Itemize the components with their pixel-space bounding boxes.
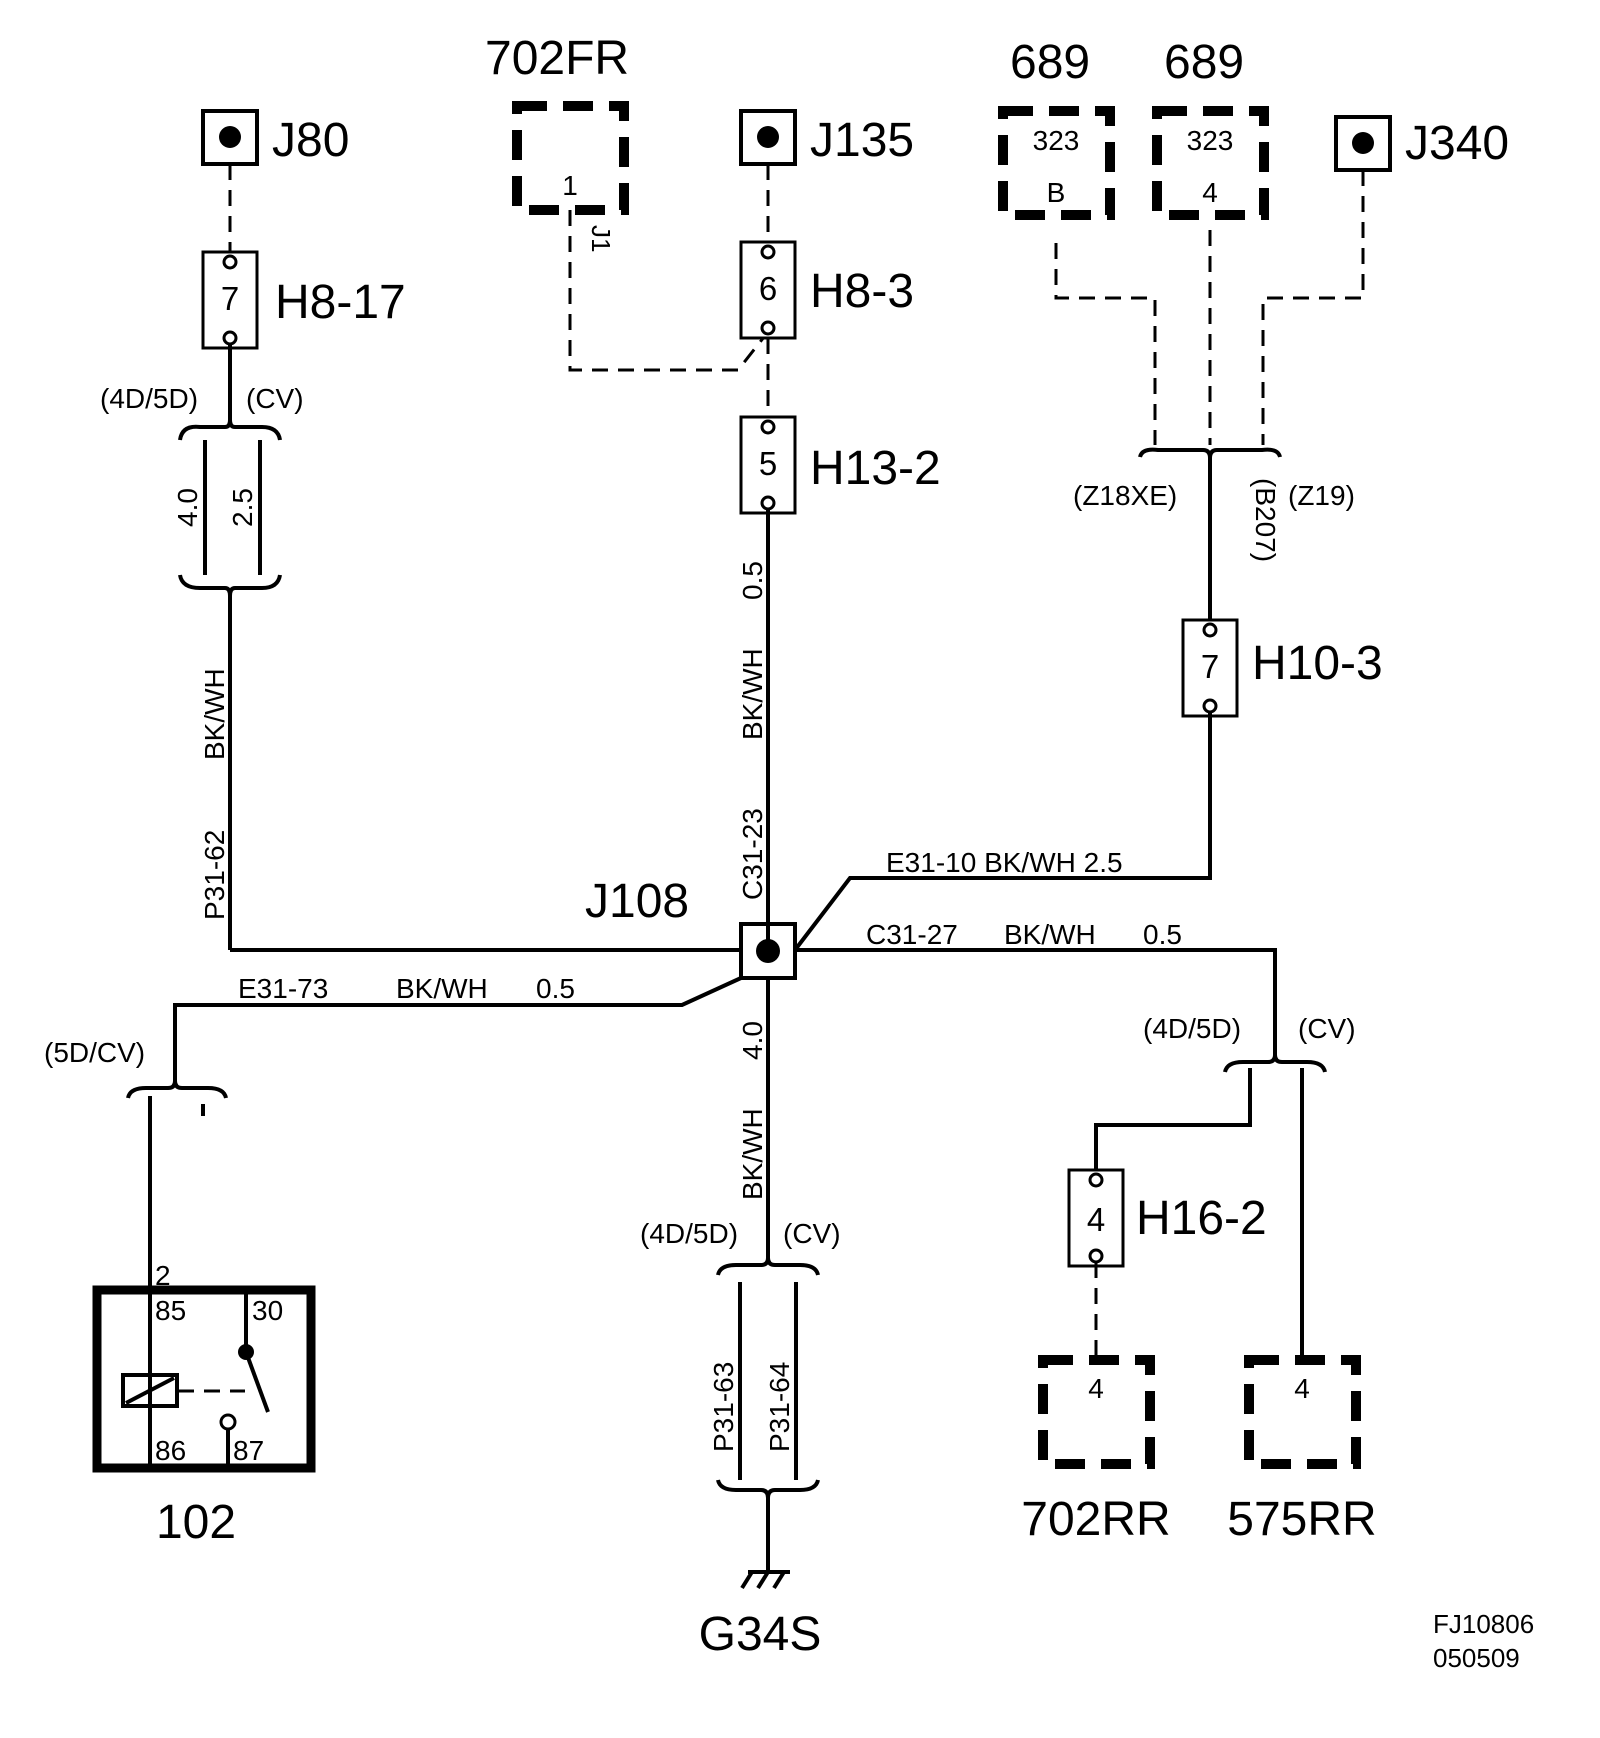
wire-id-label: C31-27 — [866, 919, 958, 950]
component-575rr — [1244, 1355, 1361, 1469]
variant-4d5d-label: (4D/5D) — [100, 383, 198, 414]
j340-label: J340 — [1405, 117, 1509, 170]
connector-h13-2: 5 H13-2 — [739, 415, 941, 515]
wire-color-label: BK/WH — [199, 668, 230, 760]
wire-size-label: 0.5 — [1143, 919, 1182, 950]
variant-cv-label: (CV) — [783, 1218, 841, 1249]
ground-point-j80: J80 — [201, 109, 349, 167]
component-702fr — [512, 101, 629, 215]
wire-size-label: 4.0 — [172, 488, 203, 527]
variant-z19-label: (Z19) — [1288, 480, 1355, 511]
variant-4d5d-label: (4D/5D) — [640, 1218, 738, 1249]
wire-id-label: E31-73 — [238, 973, 328, 1004]
689-pin-bottom: B — [1047, 177, 1066, 208]
component-702rr — [1038, 1355, 1155, 1469]
689-pin-bottom: 4 — [1202, 177, 1218, 208]
connector-h8-17: 7 H8-17 — [201, 250, 406, 350]
h16-2-label: H16-2 — [1136, 1192, 1267, 1245]
h13-2-pin: 5 — [759, 445, 777, 482]
component-689-a — [998, 106, 1115, 220]
h8-3-pin: 6 — [759, 270, 777, 307]
variant-cv-label: (CV) — [1298, 1013, 1356, 1044]
h8-3-label: H8-3 — [810, 265, 914, 318]
relay-pin-86: 86 — [155, 1435, 186, 1466]
wire-size-label: 2.5 — [227, 488, 258, 527]
variant-cv-label: (CV) — [246, 383, 304, 414]
relay-102-label: 102 — [156, 1496, 236, 1549]
ground-point-j340: J340 — [1334, 115, 1509, 172]
702fr-pin: 1 — [562, 170, 578, 201]
connector-h8-3: 6 H8-3 — [739, 240, 914, 340]
doc-reference: FJ10806 — [1433, 1609, 1534, 1639]
j108-label: J108 — [585, 875, 689, 928]
689-pin-top: 323 — [1033, 125, 1080, 156]
splice-bracket — [178, 419, 282, 441]
relay-102: 2 85 30 86 87 — [92, 1260, 316, 1473]
connector-h16-2: 4 H16-2 — [1067, 1168, 1267, 1268]
j1-label: J1 — [586, 225, 616, 252]
component-689-label: 689 — [1164, 36, 1244, 89]
wire-size-label: 0.5 — [737, 561, 768, 600]
component-702rr-label: 702RR — [1021, 1493, 1170, 1546]
wire-color-label: BK/WH — [396, 973, 488, 1004]
connector-h10-3: 7 H10-3 — [1181, 618, 1383, 718]
h10-3-label: H10-3 — [1252, 637, 1383, 690]
689-pin-top: 323 — [1187, 125, 1234, 156]
wire-e31-10-label: E31-10 BK/WH 2.5 — [886, 847, 1123, 878]
wire-id-label: P31-64 — [764, 1362, 795, 1452]
wire-color-label: BK/WH — [737, 648, 768, 740]
h10-3-pin: 7 — [1201, 648, 1219, 685]
ground-point-j135: J135 — [739, 109, 914, 167]
h8-17-pin: 7 — [221, 280, 239, 317]
ground-g34s-label: G34S — [699, 1608, 822, 1661]
575rr-pin: 4 — [1294, 1373, 1310, 1404]
splice-bracket — [716, 1257, 820, 1276]
relay-pin-87: 87 — [233, 1435, 264, 1466]
component-702fr-label: 702FR — [485, 32, 629, 85]
j135-label: J135 — [810, 114, 914, 167]
ground-symbol — [740, 1570, 790, 1590]
h16-2-pin: 4 — [1087, 1201, 1105, 1238]
h8-17-label: H8-17 — [275, 276, 406, 329]
relay-pin-30: 30 — [252, 1295, 283, 1326]
splice-bracket — [716, 1479, 820, 1499]
splice-bracket — [178, 574, 282, 597]
702rr-pin: 4 — [1088, 1373, 1104, 1404]
splice-bracket — [1223, 1054, 1327, 1073]
wire-color-label: BK/WH — [737, 1108, 768, 1200]
component-689-label: 689 — [1010, 36, 1090, 89]
component-575rr-label: 575RR — [1227, 1493, 1376, 1546]
splice-bracket — [1138, 447, 1282, 459]
wire-size-label: 4.0 — [737, 1021, 768, 1060]
variant-z18xe-label: (Z18XE) — [1073, 480, 1177, 511]
relay-pin-2: 2 — [155, 1260, 171, 1291]
wire-id-label: C31-23 — [737, 808, 768, 900]
j80-label: J80 — [272, 114, 349, 167]
splice-bracket — [126, 1080, 228, 1099]
relay-pin-85: 85 — [155, 1295, 186, 1326]
wire-id-label: P31-63 — [708, 1362, 739, 1452]
wire-color-label: BK/WH — [1004, 919, 1096, 950]
doc-date: 050509 — [1433, 1643, 1520, 1673]
variant-b207-label: (B207) — [1250, 478, 1281, 562]
component-689-b — [1152, 106, 1269, 220]
variant-5dcv-label: (5D/CV) — [44, 1037, 145, 1068]
wire-size-label: 0.5 — [536, 973, 575, 1004]
wire-id-label: P31-62 — [199, 830, 230, 920]
h13-2-label: H13-2 — [810, 442, 941, 495]
variant-4d5d-label: (4D/5D) — [1143, 1013, 1241, 1044]
